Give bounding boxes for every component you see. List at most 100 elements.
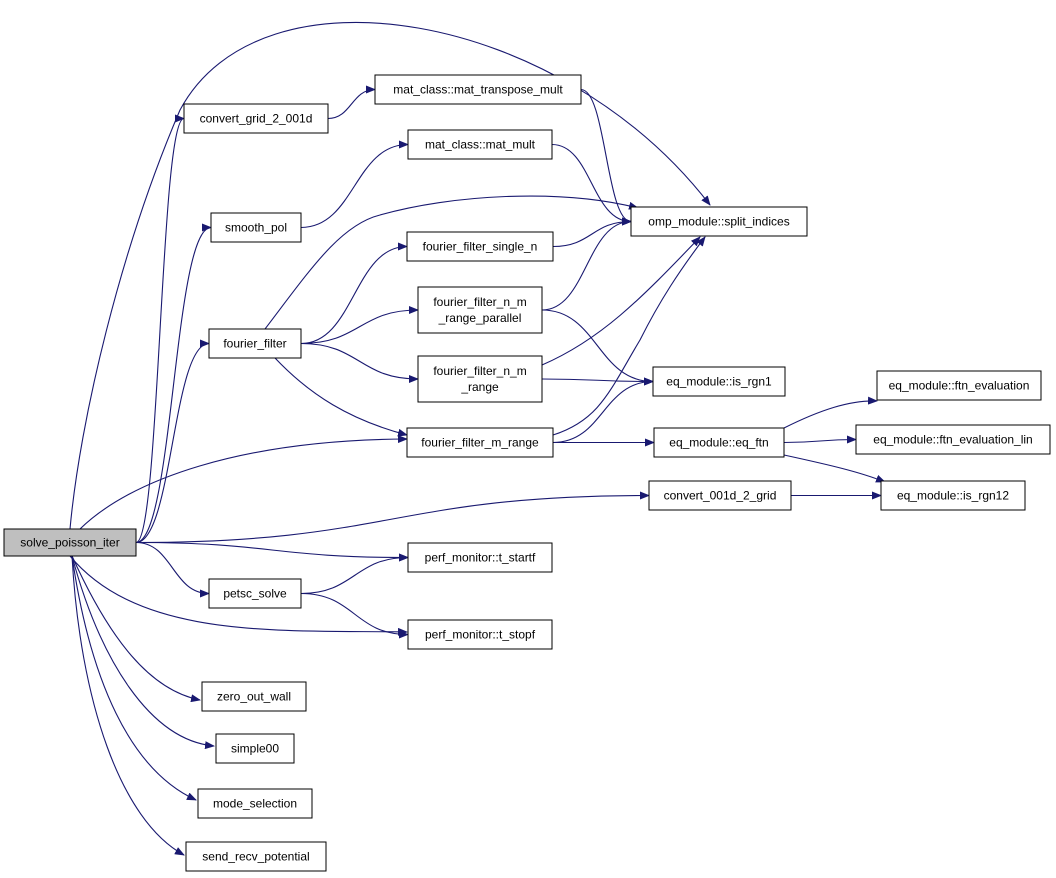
node-box [210, 212, 302, 243]
node-label: fourier_filter_single_n [423, 240, 538, 254]
node-fourier_filter_m_range[interactable]: fourier_filter_m_range [406, 427, 554, 458]
node-label: perf_monitor::t_stopf [425, 628, 536, 642]
edge-fourier_filter_n_m_range-to-is_rgn1 [541, 377, 654, 386]
node-box [417, 355, 543, 403]
node-label: eq_module::is_rgn12 [897, 489, 1009, 503]
edge-solve_poisson_iter-to-convert_001d_2_grid [135, 491, 650, 544]
node-ftn_evaluation_lin[interactable]: eq_module::ftn_evaluation_lin [855, 424, 1051, 455]
node-box [407, 619, 553, 650]
edge-solve_poisson_iter-to-fourier_filter_m_range [79, 435, 408, 530]
edge-smooth_pol-to-mat_mult [300, 140, 409, 229]
node-label: simple00 [231, 742, 279, 756]
node-box [648, 480, 792, 511]
node-box [208, 578, 302, 609]
node-label: mat_class::mat_mult [425, 138, 536, 152]
node-label: convert_grid_2_001d [200, 112, 313, 126]
node-fourier_filter_n_m_range_parallel[interactable]: fourier_filter_n_m_range_parallel [417, 286, 543, 334]
edge-fourier_filter_n_m_range_parallel-to-split_indices [541, 217, 632, 311]
node-label: zero_out_wall [217, 690, 291, 704]
node-label: eq_module::ftn_evaluation_lin [873, 433, 1032, 447]
node-label: eq_module::is_rgn1 [666, 375, 772, 389]
edge-solve_poisson_iter-to-fourier_filter [135, 339, 210, 544]
node-box [880, 480, 1026, 511]
edge-fourier_filter_m_range-to-is_rgn1 [552, 377, 654, 444]
node-box [208, 328, 302, 359]
node-mat_mult[interactable]: mat_class::mat_mult [407, 129, 553, 160]
node-box [417, 286, 543, 334]
node-send_recv_potential[interactable]: send_recv_potential [185, 841, 327, 872]
edge-solve_poisson_iter-to-smooth_pol [135, 223, 212, 544]
node-box [876, 370, 1042, 401]
edge-fourier_filter_n_m_range-to-split_indices [541, 236, 701, 366]
edge-fourier_filter_single_n-to-split_indices [552, 217, 632, 248]
node-box [406, 231, 554, 262]
edge-fourier_filter-to-fourier_filter_n_m_range [300, 342, 419, 383]
node-perf_t_startf[interactable]: perf_monitor::t_startf [407, 542, 553, 573]
node-label: mode_selection [213, 797, 297, 811]
node-box [374, 74, 582, 105]
node-box [201, 681, 307, 712]
edge-solve_poisson_iter-to-perf_t_startf [135, 541, 409, 562]
node-label: eq_module::ftn_evaluation [889, 379, 1030, 393]
edge-mat_mult-to-split_indices [551, 143, 632, 226]
node-label: petsc_solve [223, 587, 287, 601]
edge-eq_ftn-to-ftn_evaluation_lin [783, 435, 857, 444]
node-label: smooth_pol [225, 221, 287, 235]
node-simple00[interactable]: simple00 [215, 733, 295, 764]
node-perf_t_stopf[interactable]: perf_monitor::t_stopf [407, 619, 553, 650]
edge-solve_poisson_iter-to-send_recv_potential [71, 555, 185, 856]
node-is_rgn1[interactable]: eq_module::is_rgn1 [652, 366, 786, 397]
node-box [630, 206, 808, 237]
node-box [653, 427, 785, 458]
node-fourier_filter[interactable]: fourier_filter [208, 328, 302, 359]
edge-layer [69, 21, 886, 856]
node-smooth_pol[interactable]: smooth_pol [210, 212, 302, 243]
node-zero_out_wall[interactable]: zero_out_wall [201, 681, 307, 712]
node-label: omp_module::split_indices [648, 215, 789, 229]
node-petsc_solve[interactable]: petsc_solve [208, 578, 302, 609]
node-box [652, 366, 786, 397]
edge-convert_grid_2_001d-to-mat_transpose_mult [327, 85, 376, 120]
node-label: fourier_filter_m_range [421, 436, 539, 450]
node-box [406, 427, 554, 458]
node-box [3, 528, 137, 557]
node-ftn_evaluation[interactable]: eq_module::ftn_evaluation [876, 370, 1042, 401]
node-mode_selection[interactable]: mode_selection [197, 788, 313, 819]
node-solve_poisson_iter[interactable]: solve_poisson_iter [3, 528, 137, 557]
edge-solve_poisson_iter-to-zero_out_wall [71, 555, 201, 703]
edge-petsc_solve-to-perf_t_stopf [300, 592, 409, 639]
node-box [197, 788, 313, 819]
edge-solve_poisson_iter-to-perf_t_stopf [69, 555, 408, 636]
node-eq_ftn[interactable]: eq_module::eq_ftn [653, 427, 785, 458]
node-is_rgn12[interactable]: eq_module::is_rgn12 [880, 480, 1026, 511]
edge-fourier_filter_m_range-to-split_indices [552, 236, 706, 436]
node-fourier_filter_single_n[interactable]: fourier_filter_single_n [406, 231, 554, 262]
node-mat_transpose_mult[interactable]: mat_class::mat_transpose_mult [374, 74, 582, 105]
node-convert_001d_2_grid[interactable]: convert_001d_2_grid [648, 480, 792, 511]
node-fourier_filter_n_m_range[interactable]: fourier_filter_n_m_range [417, 355, 543, 403]
node-box [855, 424, 1051, 455]
node-label: perf_monitor::t_startf [425, 551, 536, 565]
edge-solve_poisson_iter-to-mode_selection [71, 555, 197, 801]
node-label: _range_parallel [438, 311, 522, 325]
edge-fourier_filter-to-fourier_filter_n_m_range_parallel [300, 306, 419, 345]
node-label: send_recv_potential [202, 850, 309, 864]
edge-eq_ftn-to-ftn_evaluation [783, 396, 878, 429]
node-label: fourier_filter_n_m [433, 364, 526, 378]
node-label: eq_module::eq_ftn [669, 436, 768, 450]
edge-petsc_solve-to-perf_t_startf [300, 553, 409, 595]
edge-solve_poisson_iter-to-petsc_solve [135, 541, 210, 598]
node-convert_grid_2_001d[interactable]: convert_grid_2_001d [183, 103, 329, 134]
edge-fourier_filter-to-split_indices [264, 195, 639, 330]
node-split_indices[interactable]: omp_module::split_indices [630, 206, 808, 237]
node-label: fourier_filter [223, 337, 286, 351]
edge-fourier_filter-to-fourier_filter_single_n [300, 242, 408, 345]
edge-mat_transpose_mult-to-split_indices [580, 88, 632, 226]
edge-fourier_filter-to-fourier_filter_m_range [274, 357, 408, 437]
edge-solve_poisson_iter-to-convert_grid_2_001d [135, 114, 185, 544]
edge-solve_poisson_iter-to-simple00 [71, 555, 215, 750]
node-box [185, 841, 327, 872]
edge-fourier_filter_n_m_range_parallel-to-is_rgn1 [541, 309, 654, 386]
node-layer: solve_poisson_iter convert_grid_2_001dsmo… [3, 74, 1051, 872]
